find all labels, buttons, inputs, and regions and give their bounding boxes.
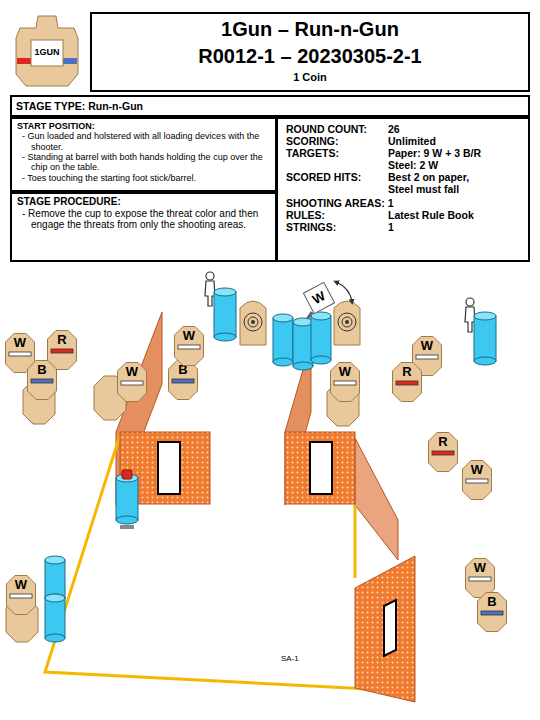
section-heading: START POSITION: [17, 121, 269, 131]
mesh-panel [355, 556, 415, 702]
area-label: SA-1 [280, 654, 300, 663]
threat-letter: W [117, 365, 147, 379]
threat-letter: W [465, 561, 495, 575]
stage-type-bar: STAGE TYPE: Run-n-Gun [10, 95, 530, 117]
mesh-panel [285, 432, 355, 504]
paper-target: W [174, 326, 204, 366]
threat-letter: B [477, 595, 507, 609]
paper-target [6, 376, 359, 642]
detail-field: 26 [388, 123, 400, 135]
detail-field: Unlimited [388, 135, 436, 147]
detail-field: Paper: 9 W + 3 B/R [388, 147, 481, 159]
threat-letter: B [27, 363, 57, 377]
detail-field: Best 2 on paper, [388, 171, 469, 183]
threat-letter: W [412, 339, 442, 353]
barrel [116, 474, 138, 524]
paper-target: R [428, 432, 458, 472]
threat-letter: R [428, 435, 458, 449]
barrel [45, 594, 65, 642]
barrel [273, 314, 293, 366]
foot-stick [120, 525, 134, 529]
cup [122, 470, 132, 479]
bullet-text: - Standing at barrel with both hands hol… [17, 152, 269, 173]
barrel [45, 556, 65, 602]
coin-note: 1 Coin [92, 71, 528, 83]
info-box: STAGE PROCEDURE:- Remove the cup to expo… [10, 192, 277, 262]
detail-field: SCORING: [286, 135, 339, 147]
paper-target: B [477, 592, 507, 632]
paper-target: B [168, 360, 198, 400]
stage-type: STAGE TYPE: Run-n-Gun [16, 100, 524, 112]
info-box: START POSITION:- Gun loaded and holstere… [10, 117, 277, 192]
detail-field: STRINGS: [286, 221, 336, 233]
bullet-text: - Toes touching the starting foot stick/… [17, 173, 269, 183]
paper-target: W [462, 460, 492, 500]
threat-letter: W [5, 336, 35, 350]
barrel [214, 288, 236, 341]
detail-field: SCORED HITS: [286, 171, 361, 183]
barrel [474, 312, 496, 365]
threat-letter: W [304, 283, 333, 312]
logo-text: 1GUN [31, 47, 63, 57]
threat-letter: W [330, 365, 360, 379]
detail-field: Steel: 2 W [388, 159, 438, 171]
detail-field: 1 [388, 221, 394, 233]
window-port [384, 600, 396, 656]
threat-letter: R [392, 365, 422, 379]
bullet-text: - Remove the cup to expose the threat co… [17, 208, 269, 231]
motion-arrow [336, 282, 352, 302]
bullet-text: - Gun loaded and holstered with all load… [17, 131, 269, 152]
threat-letter: W [174, 329, 204, 343]
stage-code: R0012-1 – 20230305-2-1 [92, 45, 528, 68]
stage-title: 1Gun – Run-n-Gun [92, 18, 528, 41]
window-port [310, 442, 332, 494]
logo-target: 1GUN [14, 14, 80, 88]
section-heading: STAGE PROCEDURE: [17, 196, 269, 208]
detail-field: TARGETS: [286, 147, 339, 159]
detail-field: SHOOTING AREAS: 1 [286, 197, 394, 209]
detail-field: Steel must fall [388, 183, 459, 195]
detail-field: RULES: [286, 209, 325, 221]
paper-target: W [6, 575, 36, 615]
steel-target: W [303, 282, 335, 314]
paper-target: W [330, 362, 360, 402]
paper-target: B [27, 360, 57, 400]
detail-field: ROUND COUNT: [286, 123, 367, 135]
threat-letter: W [462, 463, 492, 477]
threat-letter: W [6, 578, 36, 592]
detail-field: Latest Rule Book [388, 209, 474, 221]
window-port [158, 442, 180, 494]
barrel [311, 312, 331, 364]
barrel [293, 318, 313, 370]
barrel-group [45, 288, 496, 642]
side-wall [355, 438, 398, 560]
paper-target: W [117, 362, 147, 402]
stage-details-box: ROUND COUNT: 26SCORING: UnlimitedTARGETS: P… [276, 117, 530, 262]
threat-letter: R [47, 333, 77, 347]
paper-target: R [392, 362, 422, 402]
title-box: 1Gun – Run-n-GunR0012-1 – 20230305-2-1 1 … [90, 12, 530, 92]
